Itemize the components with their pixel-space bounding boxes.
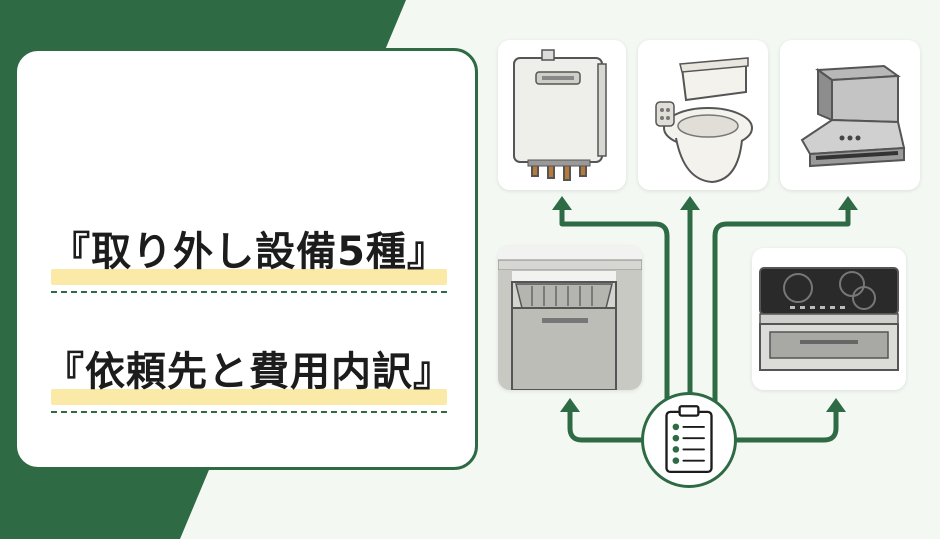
toilet-icon	[655, 57, 753, 184]
ih-cooktop-icon	[759, 267, 899, 371]
dishwasher-icon	[498, 246, 642, 390]
range-hood-icon	[800, 64, 906, 168]
connector-arrows	[559, 205, 851, 443]
arrow-to-dishwasher	[567, 407, 645, 443]
title-highlight-1	[51, 269, 447, 285]
arrow-to-ih-cooktop	[734, 407, 839, 443]
arrow-heads	[552, 196, 858, 412]
water-heater-icon	[513, 49, 607, 181]
clipboard-checklist-icon	[665, 405, 713, 474]
title-divider-2	[51, 411, 447, 413]
toilet-card	[638, 40, 768, 190]
title-line-2: 『依頼先と費用内訳』	[44, 349, 454, 395]
arrow-to-water-heater	[559, 205, 670, 413]
arrow-to-range-hood	[712, 205, 851, 413]
title-line-1: 『取り外し設備5種』	[50, 229, 448, 275]
title-highlight-2	[51, 389, 447, 405]
range-hood-card	[780, 40, 920, 190]
water-heater-card	[498, 40, 626, 190]
title-divider-1	[51, 291, 447, 293]
ih-cooktop-card	[752, 248, 906, 390]
checklist-hub	[641, 392, 737, 488]
dishwasher-card	[498, 246, 642, 390]
title-card: 『取り外し設備5種』 『依頼先と費用内訳』	[14, 48, 478, 470]
